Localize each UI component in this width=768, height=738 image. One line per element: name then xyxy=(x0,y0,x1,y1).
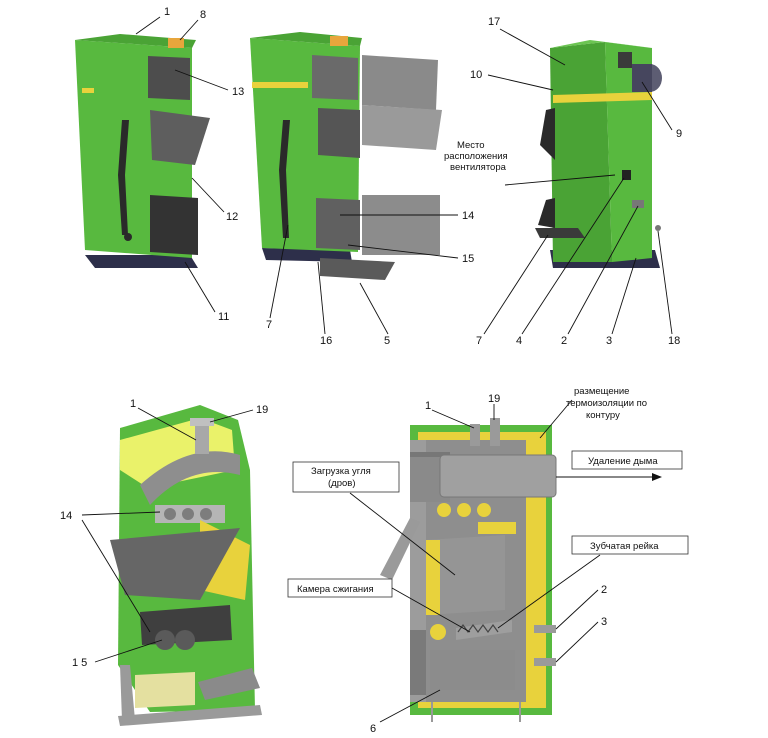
callout-17: 17 xyxy=(488,16,500,28)
callout-15: 1 5 xyxy=(72,657,87,669)
toothed-rail-label: Зубчатая рейка xyxy=(590,541,659,552)
insulation-label-1: размещение xyxy=(574,386,629,397)
callout-18: 18 xyxy=(668,335,680,347)
smoke-removal-label: Удаление дыма xyxy=(588,456,658,467)
boiler-exterior-front xyxy=(75,34,210,268)
callout-9: 9 xyxy=(676,128,682,140)
callout-2: 2 xyxy=(601,584,607,596)
callout-19: 19 xyxy=(256,404,268,416)
callouts-bottom-left: 1 19 14 1 5 xyxy=(60,398,268,669)
fan-location-label-2: расположения xyxy=(444,151,508,162)
callout-1: 1 xyxy=(164,6,170,18)
callout-19: 19 xyxy=(488,393,500,405)
callout-10: 10 xyxy=(470,69,482,81)
callouts-top-left: 1 8 13 12 11 xyxy=(135,6,244,323)
callout-3: 3 xyxy=(601,616,607,628)
callouts-top-middle: 14 15 7 16 5 xyxy=(266,210,474,347)
callout-14: 14 xyxy=(462,210,474,222)
callout-1: 1 xyxy=(130,398,136,410)
callout-16: 16 xyxy=(320,335,332,347)
callout-7: 7 xyxy=(476,335,482,347)
callout-8: 8 xyxy=(200,9,206,21)
callouts-top-right: 17 10 9 7 4 2 3 18 Место расположения ве… xyxy=(444,16,682,347)
callout-6: 6 xyxy=(370,723,376,735)
boiler-cutaway xyxy=(110,405,262,726)
callout-11: 11 xyxy=(218,311,229,323)
callout-3: 3 xyxy=(606,335,612,347)
boiler-schematic xyxy=(380,418,557,722)
callout-15: 15 xyxy=(462,253,474,265)
callout-5: 5 xyxy=(384,335,390,347)
fan-location-label-1: Место xyxy=(457,140,485,151)
boiler-rear-view xyxy=(535,40,662,268)
insulation-label-2: термоизоляции по xyxy=(566,398,647,409)
callout-12: 12 xyxy=(226,211,238,223)
insulation-label-3: контуру xyxy=(586,410,620,421)
callout-14: 14 xyxy=(60,510,72,522)
callout-1: 1 xyxy=(425,400,431,412)
fan-location-label-3: вентилятора xyxy=(450,162,507,173)
callout-13: 13 xyxy=(232,86,244,98)
coal-loading-label-2: (дров) xyxy=(328,478,355,489)
callout-4: 4 xyxy=(516,335,522,347)
callouts-bottom-right: 1 19 2 3 6 размещение термоизоляции по к… xyxy=(287,386,689,735)
boiler-exterior-open xyxy=(250,32,442,280)
coal-loading-label-1: Загрузка угля xyxy=(311,466,371,477)
callout-2: 2 xyxy=(561,335,567,347)
callout-7: 7 xyxy=(266,319,272,331)
combustion-chamber-label: Камера сжигания xyxy=(297,584,374,595)
